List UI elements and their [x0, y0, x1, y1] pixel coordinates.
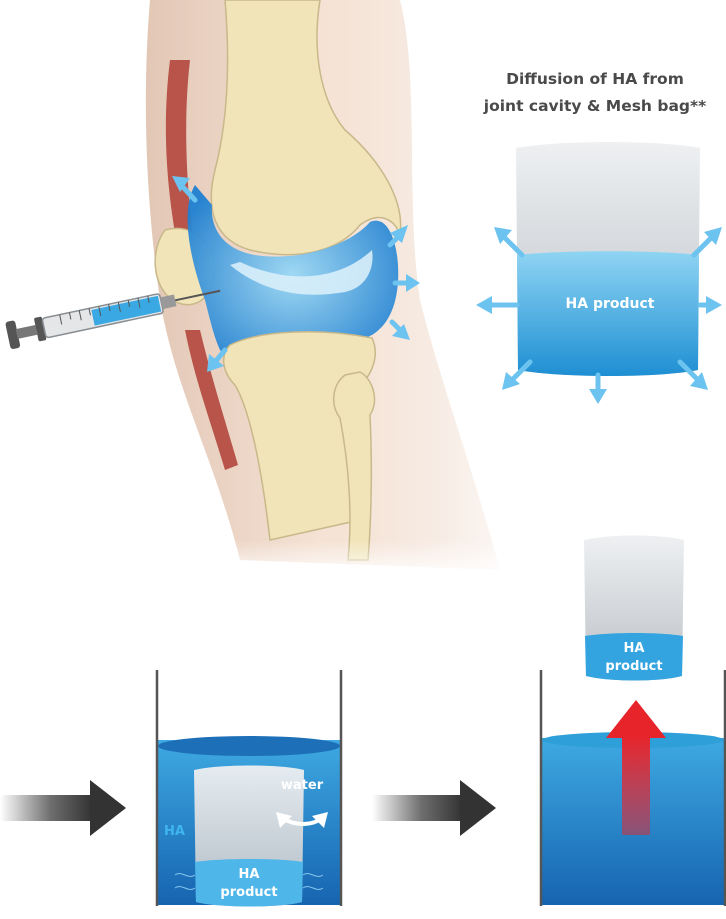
water-label: water: [272, 778, 332, 793]
title-line-1: Diffusion of HA from: [470, 66, 720, 93]
mesh-bag-diffusion: [476, 142, 722, 404]
grey-arrow-middle: [372, 780, 496, 836]
lifted-bag-label-line-2: product: [588, 658, 680, 676]
knee-illustration: [5, 0, 540, 580]
mesh-bag-fluid: [517, 251, 699, 376]
lifted-bag-label-line-1: HA: [588, 640, 680, 658]
ha-label: HA: [164, 824, 190, 839]
title-line-2: joint cavity & Mesh bag**: [470, 93, 720, 120]
beaker-bag-label-line-1: HA: [199, 866, 299, 884]
lifted-bag-label: HA product: [588, 640, 680, 676]
mesh-bag-label: HA product: [540, 296, 680, 312]
diagram-title: Diffusion of HA from joint cavity & Mesh…: [470, 66, 720, 120]
beaker-bag-label-line-2: product: [199, 884, 299, 902]
beaker-bag-label: HA product: [199, 866, 299, 902]
grey-arrow-left: [0, 780, 126, 836]
